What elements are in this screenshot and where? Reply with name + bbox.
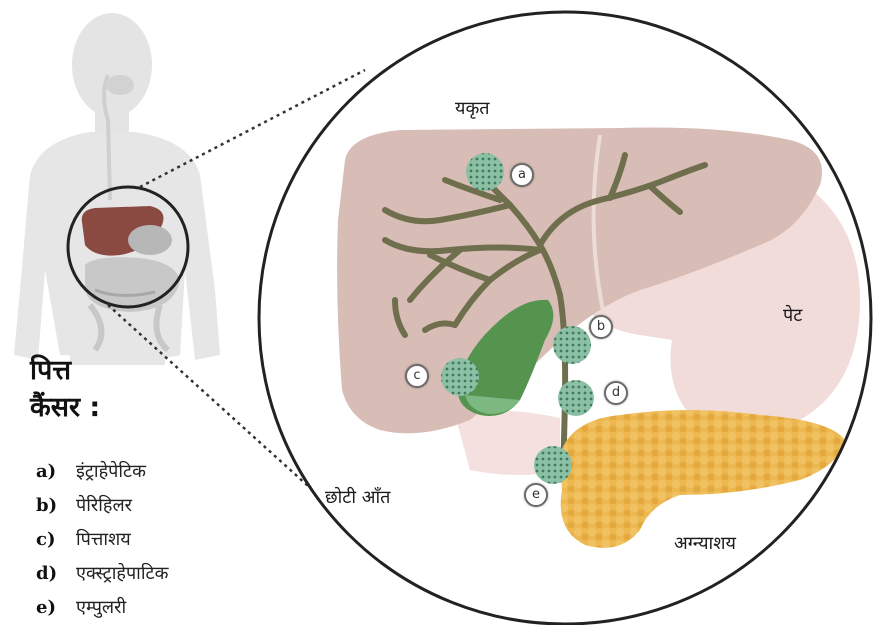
marker-b: b xyxy=(589,315,613,339)
legend-text: पित्ताशय xyxy=(76,529,131,550)
tumor-b xyxy=(553,326,591,364)
tumor-e xyxy=(534,446,572,484)
title-line-1: पित्त xyxy=(30,352,100,389)
zoomed-view xyxy=(259,12,871,624)
legend-key: a) xyxy=(36,455,76,489)
legend-item: d)एक्स्ट्राहेपाटिक xyxy=(36,557,168,591)
legend-key: d) xyxy=(36,557,76,591)
legend-text: एम्पुलरी xyxy=(76,597,126,618)
marker-c: c xyxy=(405,364,429,388)
pancreas-label: अग्न्याशय xyxy=(674,531,736,555)
cancer-title: पित्त कैंसर : xyxy=(30,352,100,426)
legend-key: c) xyxy=(36,523,76,557)
legend-text: एक्स्ट्राहेपाटिक xyxy=(76,563,168,584)
cancer-type-legend: a)इंट्राहेपेटिक b)पेरिहिलर c)पित्ताशय d)… xyxy=(36,455,168,625)
legend-item: c)पित्ताशय xyxy=(36,523,168,557)
legend-text: इंट्राहेपेटिक xyxy=(76,461,146,482)
legend-key: e) xyxy=(36,591,76,625)
legend-key: b) xyxy=(36,489,76,523)
small-intestine-label: छोटी आँत xyxy=(325,485,390,509)
legend-item: e)एम्पुलरी xyxy=(36,591,168,625)
tumor-c xyxy=(441,358,479,396)
stomach-label: पेट xyxy=(783,303,802,327)
legend-text: पेरिहिलर xyxy=(76,495,132,516)
legend-item: b)पेरिहिलर xyxy=(36,489,168,523)
marker-d: d xyxy=(604,381,628,405)
title-line-2: कैंसर : xyxy=(30,389,100,426)
tumor-a xyxy=(466,153,504,191)
marker-e: e xyxy=(524,483,548,507)
legend-item: a)इंट्राहेपेटिक xyxy=(36,455,168,489)
marker-a: a xyxy=(510,163,534,187)
liver-label: यकृत xyxy=(455,96,490,120)
tumor-d xyxy=(558,380,594,416)
